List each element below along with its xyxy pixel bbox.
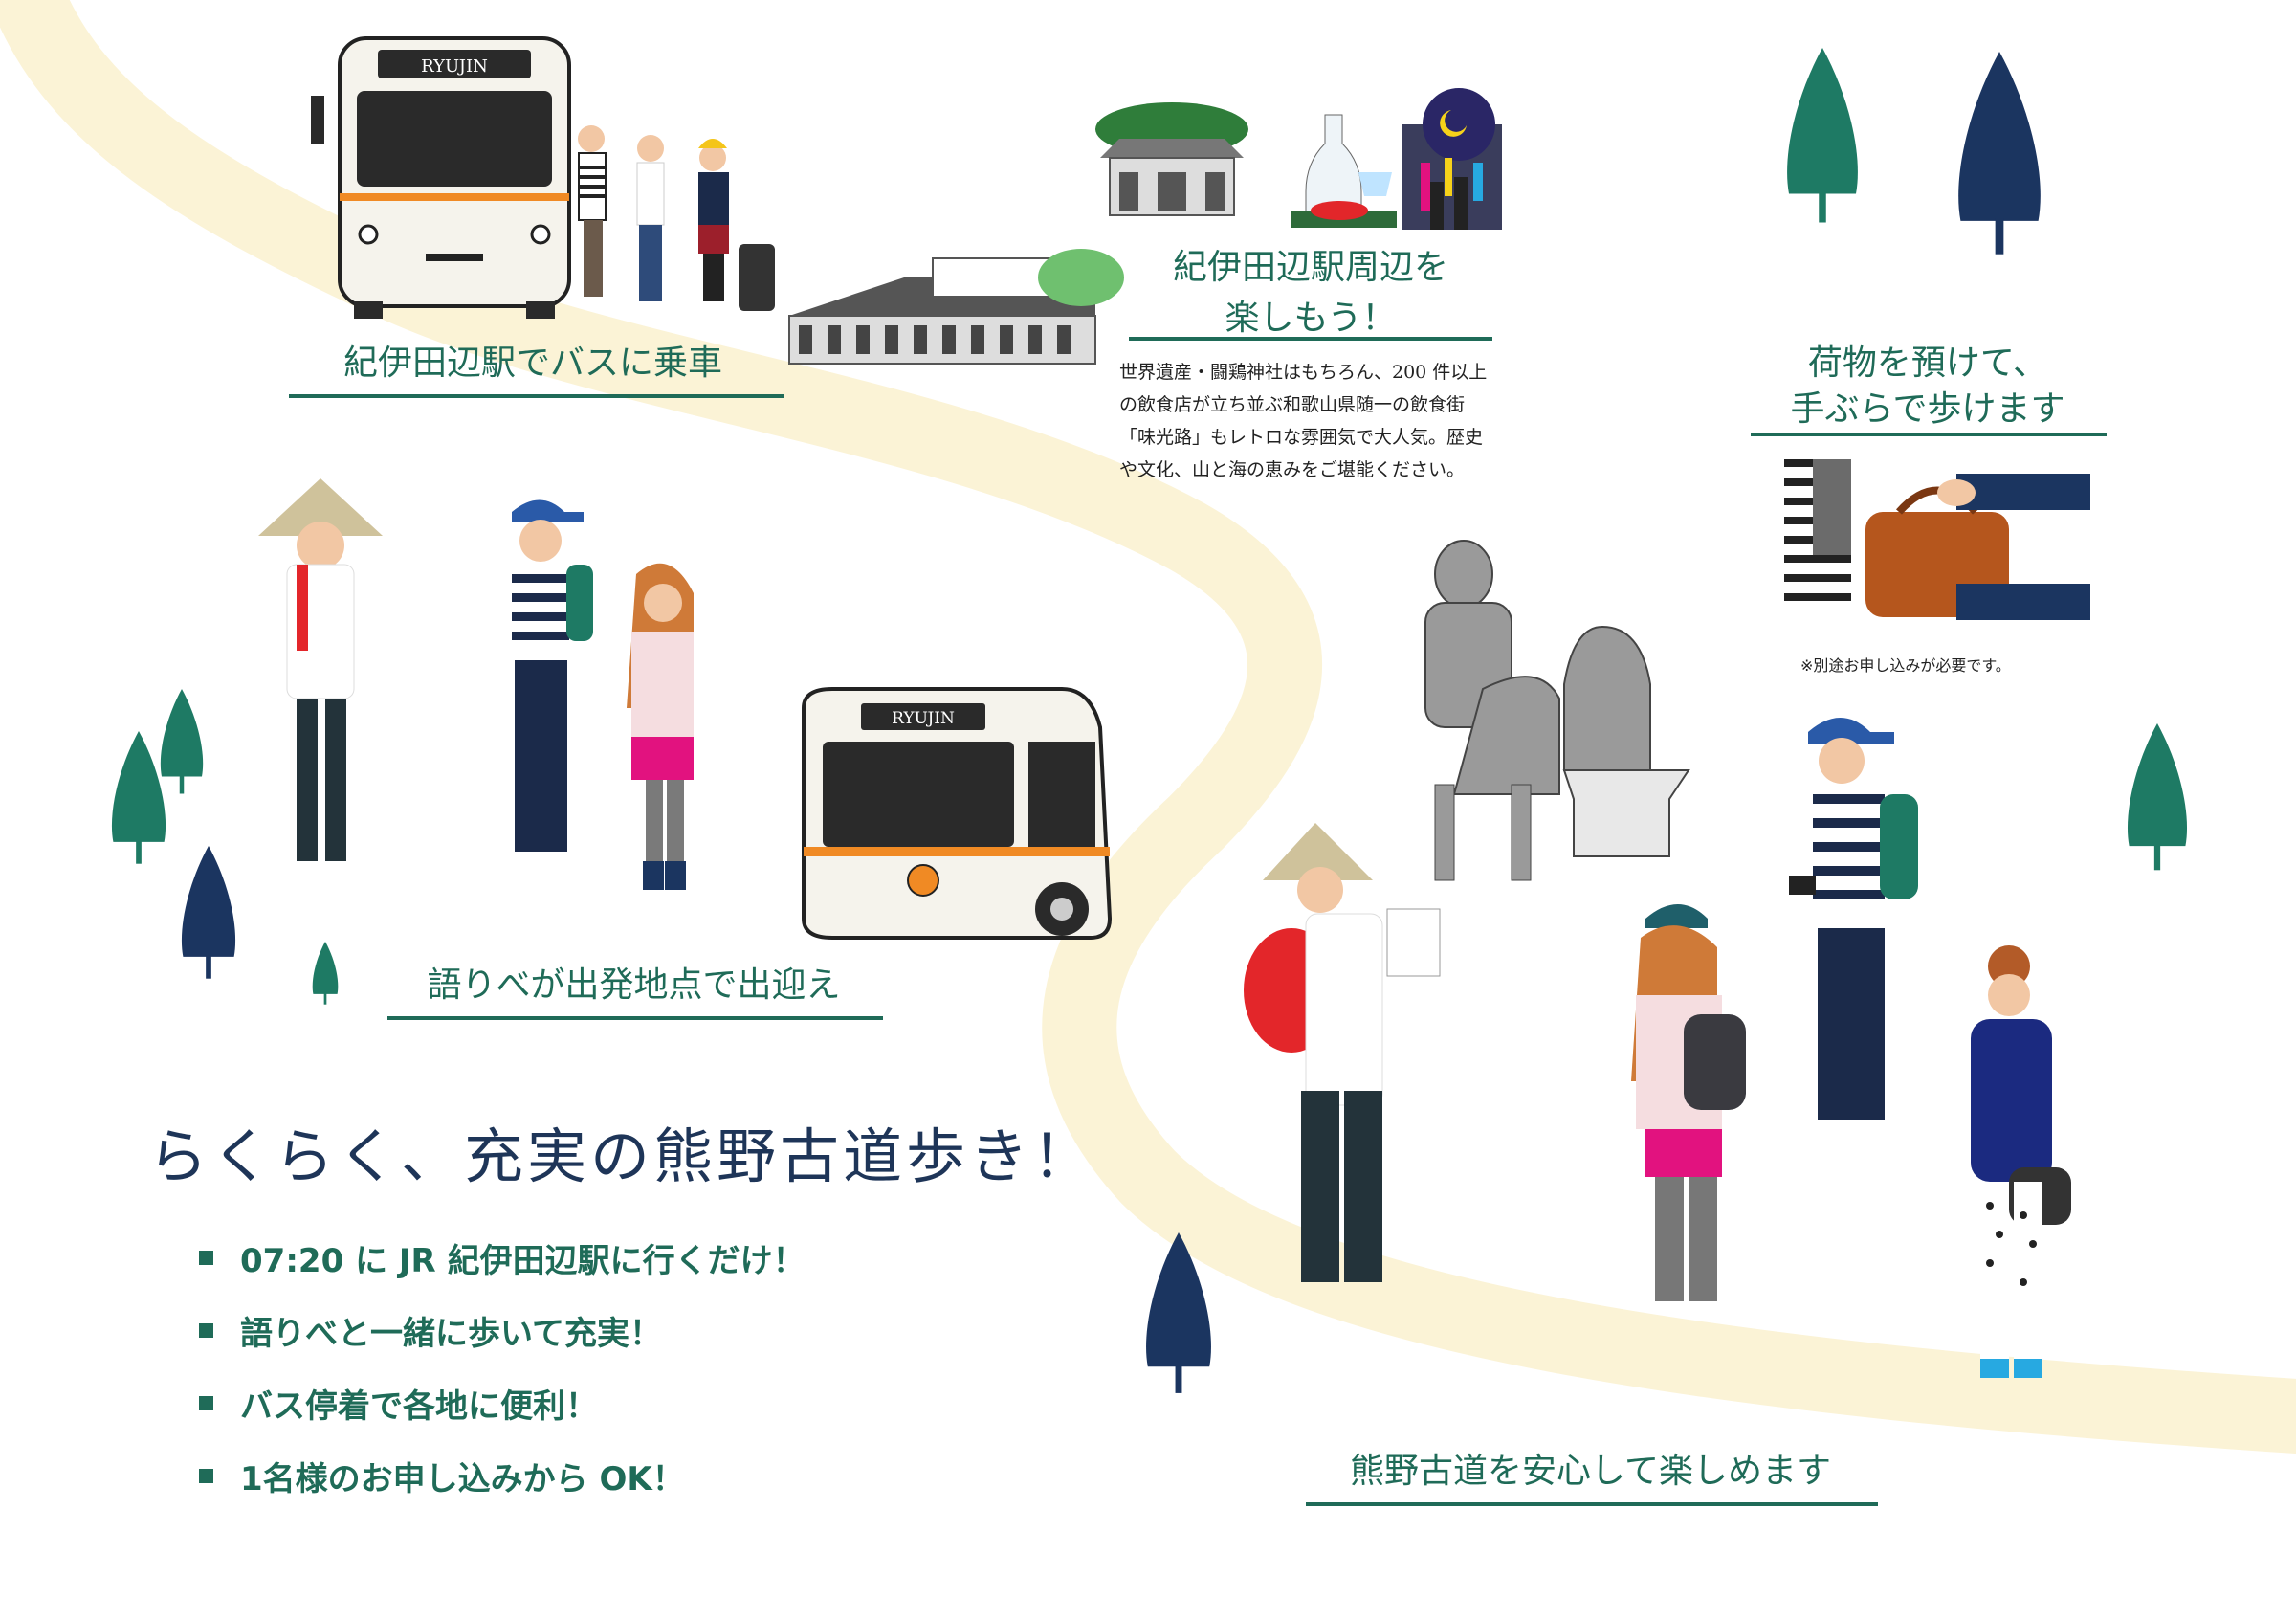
svg-text:RYUJIN: RYUJIN bbox=[421, 56, 488, 77]
caption-luggage-line1: 荷物を預けて、 bbox=[1807, 344, 2048, 383]
divider bbox=[1129, 337, 1492, 341]
divider bbox=[387, 1016, 883, 1020]
station-text-line: の飲食店が立ち並ぶ和歌山県随一の飲食街 bbox=[1119, 394, 1466, 415]
feature-text: 1名様のお申し込みから OK！ bbox=[240, 1460, 685, 1498]
feature-item: 語りべと一緒に歩いて充実！ bbox=[199, 1307, 662, 1354]
shrine-icon bbox=[1095, 102, 1248, 216]
bullet-square-icon bbox=[199, 1469, 213, 1483]
bag-icon bbox=[1784, 450, 2090, 620]
hiker-icon bbox=[258, 478, 383, 861]
caption-board-bus: 紀伊田辺駅でバスに乗車 bbox=[342, 344, 722, 383]
sake-icon bbox=[1292, 114, 1397, 228]
hiker-icon bbox=[1971, 945, 2071, 1378]
caption-enjoy-station-line2: 楽しもう！ bbox=[1225, 299, 1397, 338]
night-street-icon bbox=[1402, 88, 1502, 230]
caption-enjoy-station-line1: 紀伊田辺駅周辺を bbox=[1172, 248, 1448, 287]
feature-item: 1名様のお申し込みから OK！ bbox=[199, 1453, 685, 1499]
hiker-icon bbox=[512, 499, 593, 852]
buddha-statue-icon bbox=[1562, 625, 1690, 857]
divider bbox=[1306, 1502, 1878, 1506]
feature-item: バス停着で各地に便利！ bbox=[199, 1380, 598, 1427]
station-text-line: 世界遺産・闘鶏神社はもちろん、200 件以上 bbox=[1119, 362, 1488, 383]
station-text-line: や文化、山と海の恵みをご堪能ください。 bbox=[1119, 459, 1466, 480]
station-icon bbox=[788, 249, 1124, 365]
hiker-icon bbox=[1244, 823, 1441, 1282]
luggage-note: ※別途お申し込みが必要です。 bbox=[1800, 656, 2011, 675]
feature-text: 07:20 に JR 紀伊田辺駅に行くだけ！ bbox=[240, 1242, 806, 1280]
bus-icon: RYUJIN bbox=[802, 687, 1113, 940]
caption-guide-meet: 語りべが出発地点で出迎え bbox=[427, 965, 841, 1005]
feature-text: 語りべと一緒に歩いて充実！ bbox=[240, 1315, 662, 1353]
hiker-icon bbox=[1789, 718, 1918, 1120]
bullet-square-icon bbox=[199, 1251, 213, 1265]
caption-luggage-line2: 手ぶらで歩けます bbox=[1790, 389, 2065, 429]
svg-text:RYUJIN: RYUJIN bbox=[892, 709, 955, 728]
station-text-line: 「味光路」もレトロな雰囲気で大人気。歴史 bbox=[1119, 427, 1484, 448]
hiker-icon bbox=[1631, 904, 1746, 1301]
buddha-statue-icon bbox=[1424, 540, 1560, 881]
caption-safe-walk: 熊野古道を安心して楽しめます bbox=[1350, 1452, 1831, 1491]
bullet-square-icon bbox=[199, 1396, 213, 1410]
bullet-square-icon bbox=[199, 1323, 213, 1338]
hiker-icon bbox=[627, 563, 694, 890]
divider bbox=[289, 394, 784, 398]
passengers-illustration bbox=[578, 125, 775, 311]
feature-text: バス停着で各地に便利！ bbox=[240, 1387, 598, 1426]
bus-icon: RYUJIN bbox=[311, 36, 571, 319]
page-title: らくらく、充実の熊野古道歩き！ bbox=[148, 1121, 1096, 1191]
feature-item: 07:20 に JR 紀伊田辺駅に行くだけ！ bbox=[199, 1234, 806, 1281]
divider bbox=[1751, 433, 2107, 436]
